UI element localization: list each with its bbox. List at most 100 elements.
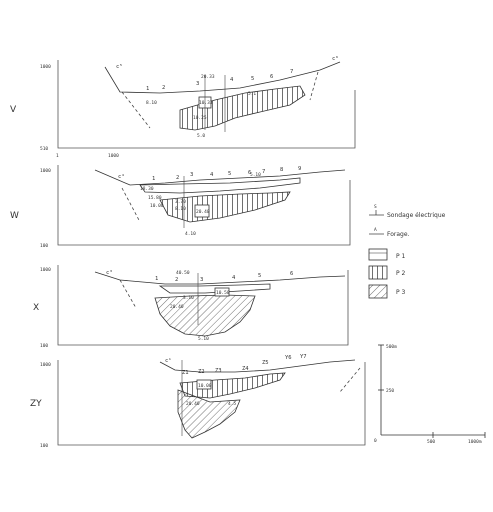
legend-forage-label: Forage. <box>387 231 410 238</box>
value-label: 20.40 <box>186 401 200 407</box>
section-w-frame <box>57 165 351 246</box>
section-zy-p3-body <box>177 389 241 439</box>
legend-sondage-label: Sondage électrique <box>387 212 446 219</box>
station-label: 2 <box>162 85 165 91</box>
value-label: 5.10 <box>250 172 261 178</box>
station-label: Z1 <box>182 370 189 376</box>
legend: S Sondage électrique A Forage. P 1 P 2 P… <box>368 204 446 299</box>
value-label: 8.10 <box>175 206 186 212</box>
value-label: 15.80 <box>148 195 162 201</box>
section-w-p1-box <box>194 204 210 218</box>
station-label: Y6 <box>285 355 292 361</box>
station-label: 2 <box>175 277 178 283</box>
station-label: 4 <box>232 275 236 281</box>
section-zy-label: ZY <box>30 399 42 409</box>
scale-vertical-top: 500m <box>386 344 397 350</box>
station-label: 5 <box>251 76 254 82</box>
section-zy-stations: Z1 Z2 Z3 Z4 Z5 Y6 Y7 <box>182 354 307 376</box>
station-label: 8 <box>280 167 283 173</box>
value-label: 10.25 <box>193 115 207 121</box>
scale-vertical-mid: 250 <box>386 388 394 394</box>
section-v-scale-mid: 1000 <box>108 153 119 159</box>
section-v-label: V <box>10 105 17 115</box>
section-w: W 1000 100 c⁴ 1 2 3 4 5 6 7 8 9 18.30 15… <box>10 165 351 249</box>
section-x: X 1000 100 c³ 1 2 3 4 5 6 40.50 10.50 3.… <box>33 265 349 349</box>
section-v-p2-layer <box>179 85 306 131</box>
station-label: 5 <box>228 171 231 177</box>
scale-horizontal-mid: 500 <box>427 439 435 445</box>
station-label: Z5 <box>262 360 269 366</box>
value-label: 40.50 <box>176 270 190 276</box>
station-label: 3 <box>196 81 199 87</box>
section-x-label: X <box>33 303 39 313</box>
section-w-stations: 1 2 3 4 5 6 7 8 9 <box>152 166 301 182</box>
station-label: 6 <box>248 170 251 176</box>
section-w-p2-layer <box>159 191 291 223</box>
section-x-fault-left <box>119 279 137 309</box>
section-v-end-right: c⁶ <box>332 55 339 62</box>
value-label: 5.0 <box>197 133 205 139</box>
scale-bar: 500m 250 0 500 1000m <box>374 344 486 445</box>
station-label: 6 <box>290 271 293 277</box>
section-zy-p2-layer <box>179 372 286 399</box>
value-label: 10.00 <box>150 203 164 209</box>
scale-horizontal-end: 1000m <box>468 439 482 445</box>
section-zy-end-left: c¹ <box>165 357 172 364</box>
legend-p1: P 1 <box>368 248 406 261</box>
legend-p2: P 2 <box>368 265 406 280</box>
value-label: 20.40 <box>170 304 184 310</box>
section-x-stations: 1 2 3 4 5 6 <box>155 271 293 283</box>
scale-zero: 0 <box>374 438 377 444</box>
station-label: 3 <box>190 172 193 178</box>
legend-sondage: S Sondage électrique <box>369 204 446 219</box>
section-v-scale-left: 1 <box>56 153 59 159</box>
value-label: 5.1 <box>248 91 256 97</box>
value-label: 4.10 <box>185 231 196 237</box>
section-x-p3-body <box>154 294 256 337</box>
section-w-p1-layer <box>139 177 301 194</box>
legend-forage-symbol: A <box>374 227 377 233</box>
section-v-elev-bottom: 510 <box>40 146 48 152</box>
section-w-elev-bottom: 100 <box>40 243 48 249</box>
section-zy-p1-box <box>196 379 212 390</box>
value-label: 10.50 <box>216 290 230 296</box>
section-v: V 1000 510 1 1000 c⁵ c⁶ 1 2 3 4 5 6 7 20… <box>10 55 356 159</box>
legend-p1-swatch <box>368 248 388 261</box>
value-label: 10.00 <box>198 383 212 389</box>
section-v-end-left: c⁵ <box>116 63 123 70</box>
section-zy-elev-bottom: 100 <box>40 443 48 449</box>
station-label: 7 <box>290 69 293 75</box>
station-label: 6 <box>270 74 273 80</box>
legend-p2-swatch <box>368 265 388 280</box>
station-label: 1 <box>155 276 158 282</box>
section-x-p1-box <box>214 287 230 297</box>
section-x-ground-line <box>94 271 346 285</box>
station-label: Z2 <box>198 369 205 375</box>
station-label: 4 <box>210 172 214 178</box>
section-v-fault-right <box>309 71 319 101</box>
section-w-values: 18.30 15.80 8.10 3.70 10.00 20.40 5.10 4… <box>140 172 261 237</box>
section-x-elev-bottom: 100 <box>40 343 48 349</box>
station-label: 2 <box>176 175 179 181</box>
legend-p1-label: P 1 <box>396 253 406 260</box>
value-label: 3.70 <box>175 199 186 205</box>
station-label: 1 <box>146 86 149 92</box>
section-w-label: W <box>10 211 19 221</box>
section-zy-values: 10.00 20.40 4.5 <box>186 383 236 407</box>
value-label: 3.10 <box>183 295 194 301</box>
station-label: Y7 <box>300 354 307 360</box>
section-x-values: 40.50 10.50 3.10 20.40 5.10 <box>170 270 230 342</box>
legend-forage: A Forage. <box>369 227 410 238</box>
section-w-fault-left <box>121 187 141 223</box>
section-zy-ground-line <box>159 359 356 373</box>
section-w-end-left: c⁴ <box>118 173 125 180</box>
legend-p3-label: P 3 <box>396 289 406 296</box>
section-x-frame <box>57 265 349 346</box>
station-label: Z4 <box>242 366 249 372</box>
section-w-ground-line <box>94 169 346 186</box>
section-zy-elev-top: 1000 <box>40 362 51 368</box>
station-label: 5 <box>258 273 261 279</box>
value-label: 8.10 <box>146 100 157 106</box>
value-label: 20.40 <box>196 209 210 215</box>
